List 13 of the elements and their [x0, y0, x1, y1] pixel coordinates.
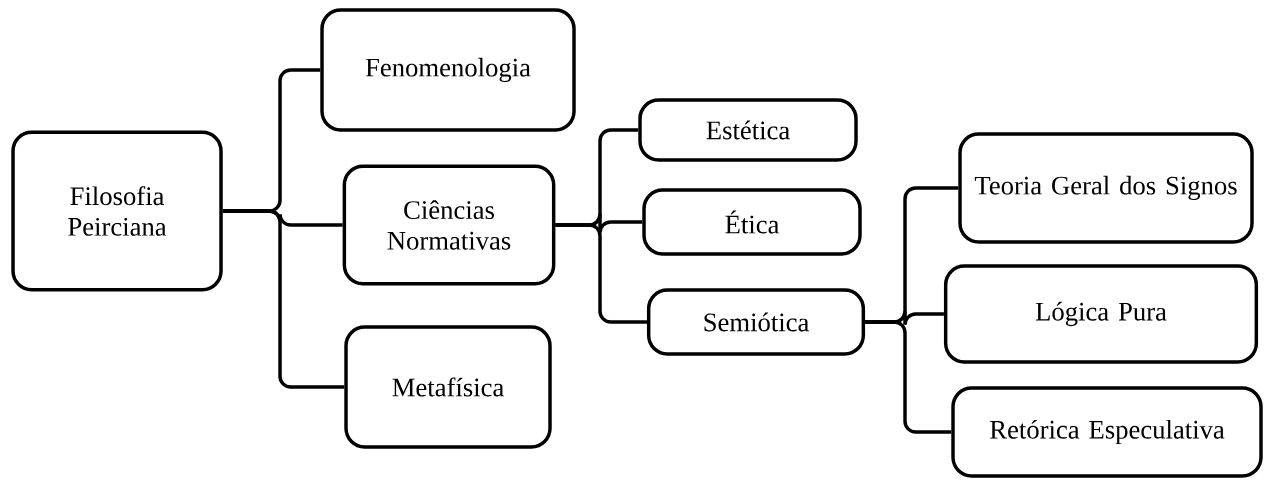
rounded-box: Lógica Pura — [943, 264, 1259, 364]
rounded-box: Metafísica — [344, 325, 552, 449]
rounded-box: Teoria Geral dos Signos — [958, 132, 1254, 244]
rounded-box: Fenomenologia — [320, 8, 576, 132]
rounded-box: Filosofia Peirciana — [11, 130, 223, 292]
rounded-box: Retórica Especulativa — [951, 386, 1263, 478]
rounded-box: Ciências Normativas — [342, 164, 556, 286]
rounded-box: Semiótica — [646, 288, 866, 356]
rounded-box: Estética — [638, 98, 858, 162]
rounded-box: Ética — [642, 188, 862, 256]
brace-connector — [865, 320, 952, 434]
brace-connector — [222, 209, 345, 389]
brace-connector — [555, 223, 647, 324]
